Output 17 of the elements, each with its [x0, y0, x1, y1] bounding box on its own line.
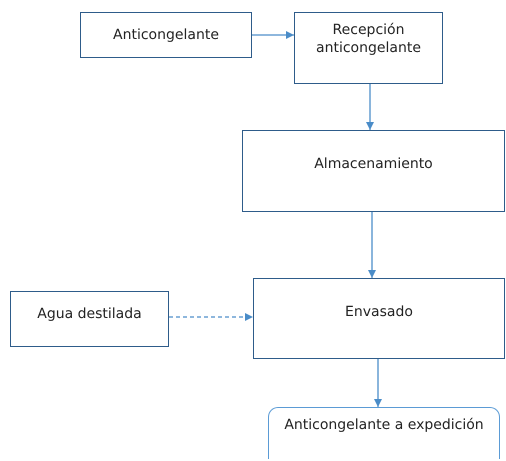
- node-label: Recepción anticongelante: [315, 21, 422, 58]
- process-box: [253, 278, 505, 359]
- process-box: [294, 12, 443, 84]
- process-box: [242, 130, 505, 212]
- arrow: [366, 84, 374, 130]
- terminal-box: [268, 407, 500, 459]
- arrow: [169, 313, 253, 321]
- process-box: [10, 291, 169, 347]
- arrow: [374, 359, 382, 407]
- node-label: Agua destilada: [37, 305, 142, 324]
- node-label: Almacenamiento: [314, 155, 433, 174]
- node-label: Anticongelante a expedición: [284, 416, 484, 434]
- process-box: [80, 12, 252, 58]
- node-label: Envasado: [345, 303, 413, 322]
- arrow: [368, 212, 376, 278]
- node-label: Anticongelante: [113, 26, 219, 44]
- arrow: [252, 31, 294, 39]
